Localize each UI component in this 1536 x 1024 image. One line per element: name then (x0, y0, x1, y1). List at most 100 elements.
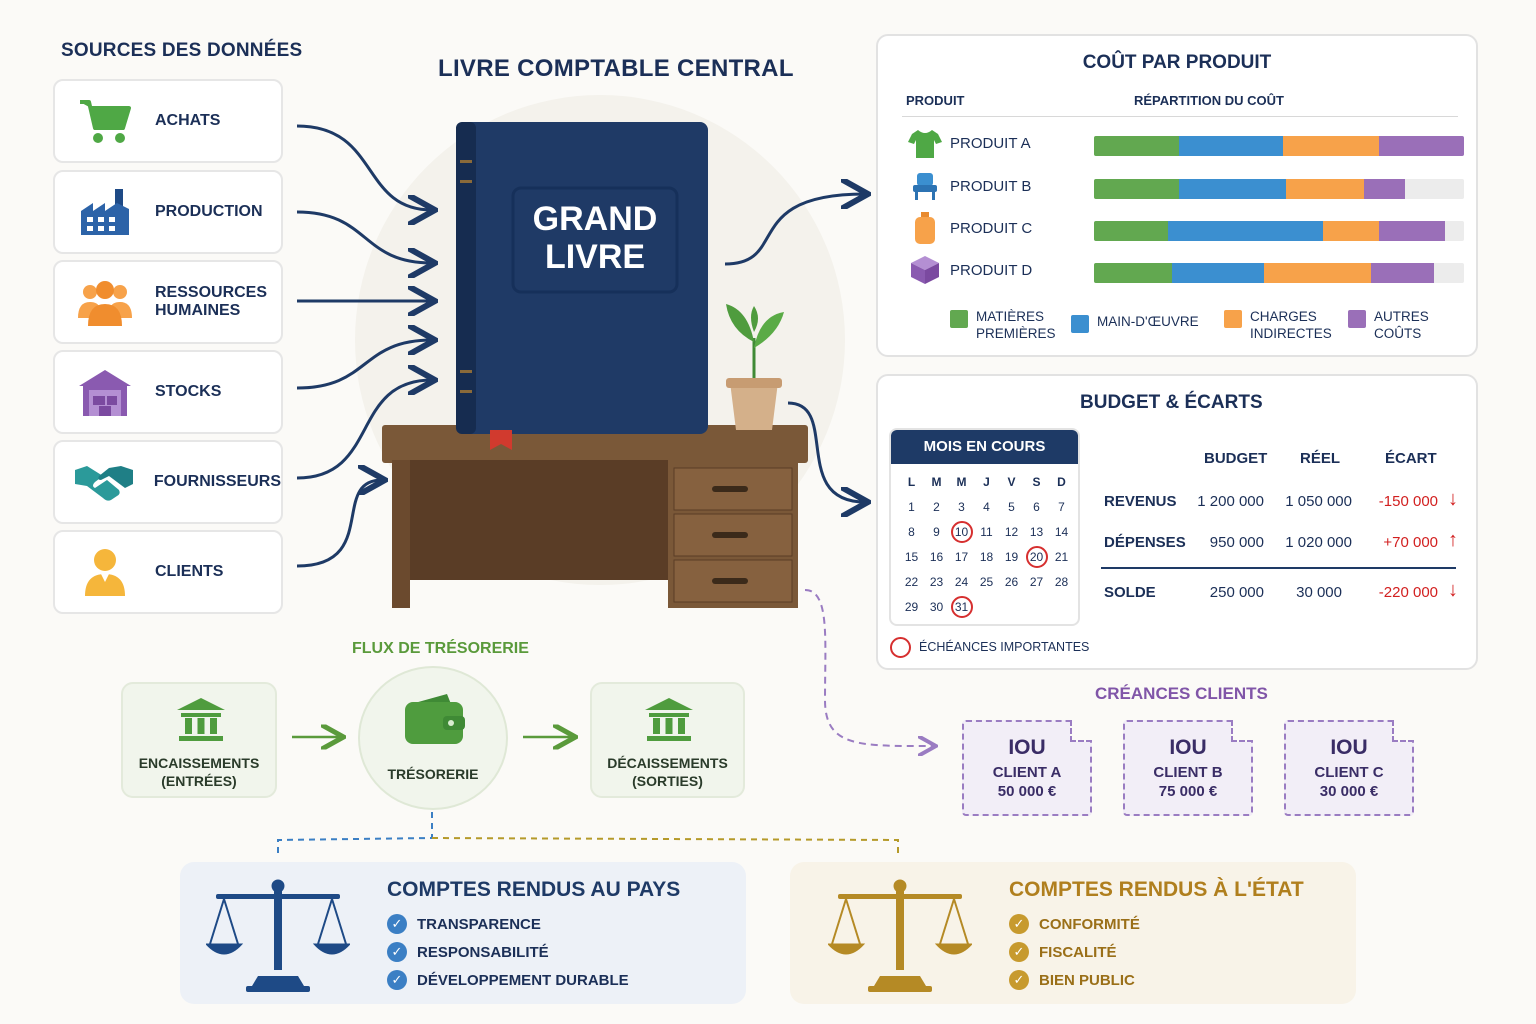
calendar-date[interactable]: 27 (1029, 575, 1044, 589)
calendar-day-header: J (983, 475, 990, 489)
iou-client: CLIENT B (1153, 764, 1223, 781)
calendar-date[interactable]: 7 (1058, 500, 1065, 514)
calendar-date[interactable]: 29 (904, 600, 919, 614)
calendar-date[interactable]: 20 (1024, 546, 1049, 568)
calendar-date[interactable]: 30 (929, 600, 944, 614)
legend-swatch (1071, 315, 1089, 333)
calendar-date[interactable]: 3 (958, 500, 965, 514)
calendar-date[interactable]: 26 (1004, 575, 1019, 589)
calendar-date[interactable]: 11 (980, 525, 993, 539)
calendar-date[interactable]: 15 (904, 550, 919, 564)
calendar-date[interactable]: 2 (933, 500, 940, 514)
calendar-day-header: S (1032, 475, 1041, 489)
calendar-date[interactable]: 17 (954, 550, 969, 564)
cost-segment (1094, 263, 1172, 283)
cash-in-label: ENCAISSEMENTS (ENTRÉES) (138, 755, 260, 789)
cost-segment (1179, 136, 1283, 156)
product-row: PRODUIT D (902, 255, 1464, 285)
cost-segment (1094, 136, 1180, 156)
col-breakdown: RÉPARTITION DU COÛT (1134, 93, 1284, 108)
check-icon: ✓ (387, 942, 407, 962)
row-budget: 250 000 (1209, 584, 1264, 601)
calendar-date[interactable]: 16 (929, 550, 944, 564)
calendar-date[interactable]: 24 (954, 575, 969, 589)
check-icon: ✓ (1009, 942, 1029, 962)
cost-panel: COÛT PAR PRODUIT PRODUIT RÉPARTITION DU … (876, 34, 1478, 357)
product-name: PRODUIT A (950, 134, 1031, 152)
country-report-title: COMPTES RENDUS AU PAYS (387, 878, 681, 901)
header-gap: ÉCART (1385, 450, 1437, 467)
source-label: PRODUCTION (155, 203, 263, 220)
page-fold (1392, 720, 1414, 742)
calendar-date[interactable]: 25 (979, 575, 994, 589)
book-title: GRAND LIVRE (513, 200, 677, 276)
row-label: REVENUS (1104, 493, 1177, 510)
check-label: BIEN PUBLIC (1039, 971, 1135, 989)
legend-label: MATIÈRES PREMIÈRES (976, 309, 1056, 341)
handshake-icon (55, 460, 154, 504)
chair-icon (902, 171, 948, 201)
iou-card[interactable]: IOU CLIENT B 75 000 € (1123, 720, 1253, 816)
calendar-date[interactable]: 13 (1029, 525, 1044, 539)
cash-out-label: DÉCAISSEMENTS (SORTIES) (607, 755, 728, 789)
iou-client: CLIENT A (992, 764, 1062, 781)
person-icon (55, 546, 155, 598)
calendar-day-header: D (1057, 475, 1066, 489)
legend-materials: MATIÈRES PREMIÈRES (950, 308, 1056, 342)
arrow-stocks (296, 340, 432, 390)
product-row: PRODUIT A (902, 128, 1464, 158)
source-label: STOCKS (155, 383, 222, 400)
row-real: 1 050 000 (1285, 493, 1352, 510)
bottle-icon (902, 212, 948, 244)
source-card-achats[interactable]: ACHATS (53, 79, 283, 163)
ledger-title: LIVRE COMPTABLE CENTRAL (438, 55, 794, 82)
legend-swatch (1348, 310, 1366, 328)
col-product: PRODUIT (906, 93, 965, 108)
link-to-country (277, 812, 433, 858)
cost-segment (1094, 221, 1168, 241)
calendar-date[interactable]: 31 (949, 596, 974, 618)
divider (902, 116, 1458, 117)
calendar-date[interactable]: 6 (1033, 500, 1040, 514)
calendar-date[interactable]: 23 (929, 575, 944, 589)
calendar-date[interactable]: 21 (1054, 550, 1069, 564)
source-card-fournisseurs[interactable]: FOURNISSEURS (53, 440, 283, 524)
state-report-box: COMPTES RENDUS À L'ÉTAT ✓CONFORMITÉ ✓FIS… (790, 862, 1356, 1004)
bank-icon (177, 698, 225, 741)
calendar-date[interactable]: 9 (933, 525, 940, 539)
source-card-production[interactable]: PRODUCTION (53, 170, 283, 254)
source-card-clients[interactable]: CLIENTS (53, 530, 283, 614)
calendar-date[interactable]: 12 (1004, 525, 1019, 539)
calendar-date[interactable]: 4 (983, 500, 990, 514)
book-title-line1: GRAND (532, 200, 658, 238)
calendar-date[interactable]: 10 (949, 521, 974, 543)
calendar-date[interactable]: 28 (1054, 575, 1069, 589)
calendar-date[interactable]: 22 (904, 575, 919, 589)
check-item: ✓RESPONSABILITÉ (387, 942, 549, 962)
page-fold (1070, 720, 1092, 742)
calendar-date[interactable]: 14 (1054, 525, 1069, 539)
receivables-title: CRÉANCES CLIENTS (1095, 684, 1268, 703)
check-icon: ✓ (387, 970, 407, 990)
iou-amount: 50 000 € (997, 783, 1057, 800)
calendar-date[interactable]: 19 (1004, 550, 1019, 564)
cost-segment (1371, 263, 1435, 283)
row-gap: -220 000 (1378, 584, 1438, 601)
check-item: ✓TRANSPARENCE (387, 914, 541, 934)
legend-other: AUTRES COÛTS (1348, 308, 1429, 342)
row-gap: -150 000 (1378, 493, 1438, 510)
check-item: ✓CONFORMITÉ (1009, 914, 1140, 934)
iou-card[interactable]: IOU CLIENT C 30 000 € (1284, 720, 1414, 816)
calendar-date[interactable]: 1 (908, 500, 915, 514)
calendar-date[interactable]: 5 (1008, 500, 1015, 514)
legend-labor: MAIN-D'ŒUVRE (1071, 313, 1199, 333)
source-card-stocks[interactable]: STOCKS (53, 350, 283, 434)
source-card-rh[interactable]: RESSOURCES HUMAINES (53, 260, 283, 344)
iou-card[interactable]: IOU CLIENT A 50 000 € (962, 720, 1092, 816)
cash-in-box: ENCAISSEMENTS (ENTRÉES) (121, 682, 277, 798)
calendar-day-header: L (907, 475, 916, 489)
calendar-date[interactable]: 18 (979, 550, 994, 564)
calendar-date[interactable]: 8 (908, 525, 915, 539)
legend-overhead: CHARGES INDIRECTES (1224, 308, 1332, 342)
